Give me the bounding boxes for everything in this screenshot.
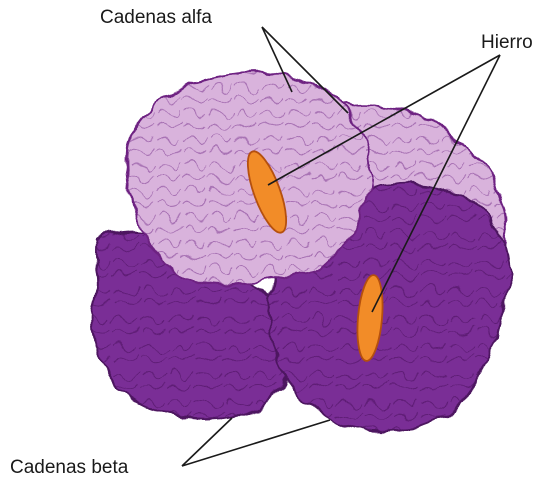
leader-beta-2	[182, 420, 330, 466]
label-alpha-chains: Cadenas alfa	[100, 8, 212, 27]
label-beta-chains: Cadenas beta	[10, 458, 128, 477]
label-iron: Hierro	[481, 33, 533, 52]
